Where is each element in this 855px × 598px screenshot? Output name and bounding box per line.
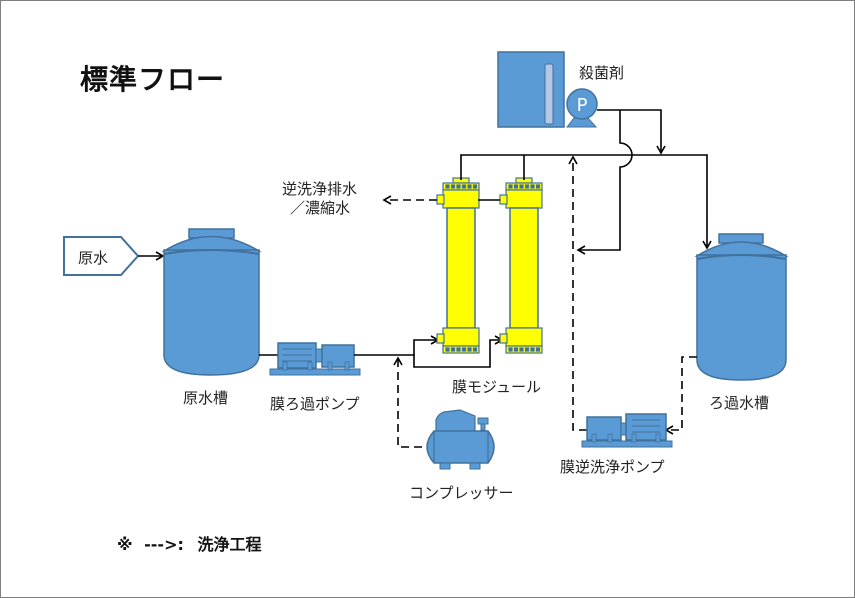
drain-label-line-2: ／濃縮水 (290, 199, 351, 217)
pipe-filtrate-to-backwash-pump (664, 356, 697, 435)
membrane-module-label: 膜モジュール (452, 378, 541, 396)
backwash-pump-icon (581, 413, 673, 448)
filtrate-tank-label: ろ過水槽 (709, 394, 770, 412)
filtration-pump-icon (269, 342, 361, 376)
compressor-icon (426, 409, 495, 470)
disinfectant-label: 殺菌剤 (579, 64, 625, 82)
raw-water-source (63, 236, 140, 276)
legend-label: 洗浄工程 (197, 535, 262, 554)
disinfectant-pump-icon (565, 88, 598, 128)
raw-water-tank-icon (161, 228, 262, 376)
disinfectant-pump-symbol: P (577, 95, 588, 116)
legend: ※ --->: 洗浄工程 (117, 531, 261, 555)
pipe-compressor-air (393, 356, 422, 448)
membrane-module-1 (436, 177, 480, 354)
raw-water-tank-label: 原水槽 (183, 389, 229, 407)
pipe-pump-to-module-1 (354, 335, 440, 356)
pipe-backwash-return (568, 155, 587, 431)
drain-label-line-1: 逆洗浄排水 (282, 180, 358, 198)
pipe-disinfectant-to-backwash (576, 110, 633, 255)
legend-line-symbol: --->: (144, 535, 184, 554)
backwash-pump-label: 膜逆洗浄ポンプ (560, 458, 665, 476)
legend-mark: ※ (117, 535, 133, 554)
filtrate-tank-icon (694, 233, 789, 381)
pipe-pump-to-module-2 (413, 335, 504, 368)
filtration-pump-label: 膜ろ過ポンプ (270, 395, 360, 413)
raw-water-source-label: 原水 (78, 249, 109, 267)
disinfectant-tank-icon (497, 51, 565, 128)
diagram-title: 標準フロー (80, 63, 226, 96)
compressor-label: コンプレッサー (409, 484, 514, 502)
pipe-disinfectant-to-header (597, 109, 666, 155)
membrane-module-2 (499, 177, 543, 354)
pipe-filtrate-header (460, 154, 712, 250)
